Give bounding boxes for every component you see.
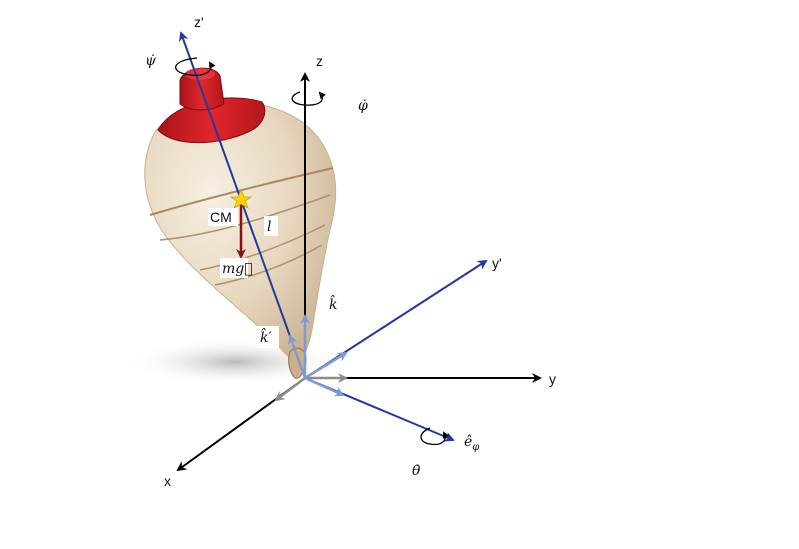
z-prime-axis-label: z' (194, 14, 204, 30)
y-prime-axis-label: y' (492, 255, 502, 271)
unit-vector-y-prime (304, 351, 348, 380)
top-groove (199, 224, 326, 271)
top-groove (159, 194, 331, 241)
cm-label-bg (208, 208, 238, 226)
unit-vector-e-phi (304, 376, 345, 397)
theta-rotation-icon (420, 427, 450, 446)
psi-rotation-icon (175, 57, 216, 76)
unit-vector-i (274, 377, 306, 402)
e-phi-label: êφ (464, 434, 479, 453)
y-axis-label: y (549, 371, 556, 387)
phi-rotation-icon (291, 91, 326, 106)
z-axis-label: z (316, 53, 323, 69)
k-hat-prime-label: k̂′ (260, 327, 272, 346)
l-label: l (267, 219, 271, 235)
k-hat-prime-label-bg (257, 326, 279, 348)
phi-dot-label: φ̇ (358, 98, 368, 114)
k-hat-label: k̂ (329, 294, 337, 313)
psi-dot-label: ψ̇ (145, 53, 157, 69)
e-phi-label-subscript: φ (472, 442, 479, 453)
mg-label: mg⃗ (222, 261, 253, 277)
top-groove (149, 167, 334, 216)
cm-marker (229, 188, 253, 209)
x-axis-label: x (164, 473, 171, 489)
theta-dot-label: θ̇ (412, 463, 421, 479)
mg-label-bg (220, 258, 248, 278)
cm-label: CM (210, 209, 232, 225)
top-cap-highlight (185, 68, 215, 80)
k-hat-prime-vector (287, 334, 307, 379)
e-phi-label-main: ê (464, 434, 472, 450)
top-groove (214, 244, 323, 286)
l-label-bg (264, 216, 278, 236)
